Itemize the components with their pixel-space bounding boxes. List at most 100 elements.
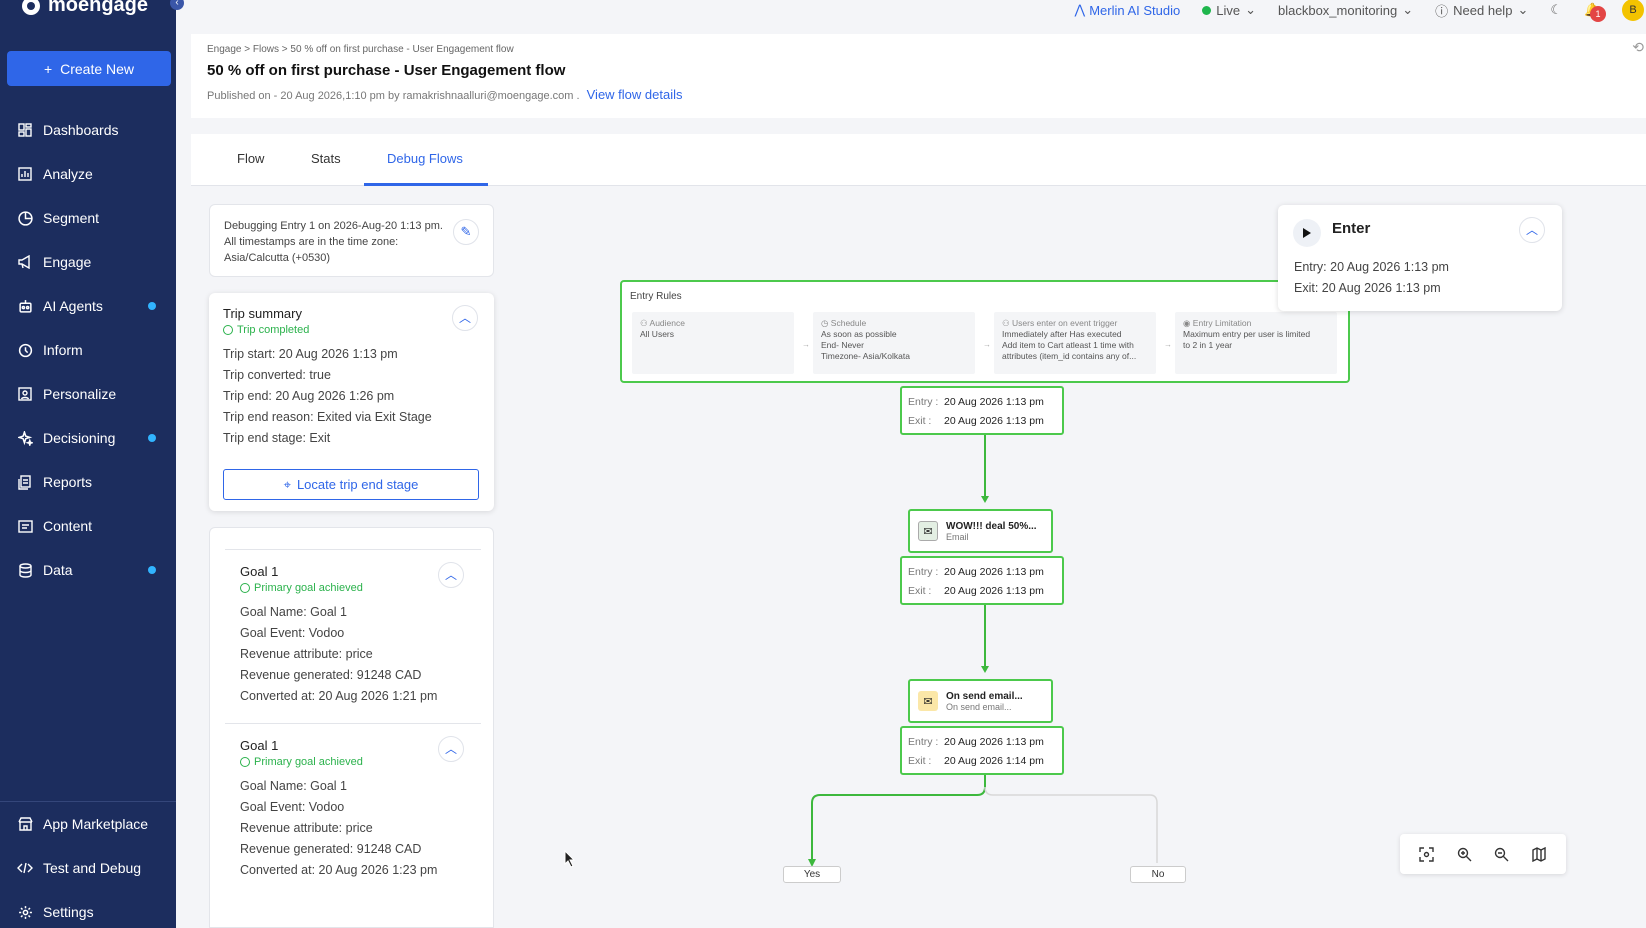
flow-header: Engage > Flows > 50 % off on first purch… <box>191 34 1646 118</box>
user-avatar[interactable]: B <box>1622 0 1644 21</box>
sidebar-item-engage[interactable]: Engage <box>0 240 176 284</box>
sidebar-item-test-and-debug[interactable]: Test and Debug <box>0 846 176 890</box>
trip-summary-card: Trip summary Trip completed Trip start: … <box>209 293 494 511</box>
node-title: WOW!!! deal 50%... <box>946 520 1037 532</box>
sidebar-item-segment[interactable]: Segment <box>0 196 176 240</box>
sidebar-item-personalize[interactable]: Personalize <box>0 372 176 416</box>
clock-icon: ◷ <box>821 318 829 328</box>
canvas-toolbar <box>1400 834 1566 874</box>
sidebar-item-reports[interactable]: Reports <box>0 460 176 504</box>
goal-event: Goal Event: Vodoo <box>240 626 345 640</box>
sidebar-bottom-nav: App Marketplace Test and Debug Settings <box>0 801 176 928</box>
sidebar-item-inform[interactable]: Inform <box>0 328 176 372</box>
workspace-selector[interactable]: blackbox_monitoring ⌄ <box>1278 2 1413 18</box>
breadcrumb: Engage > Flows > 50 % off on first purch… <box>207 44 514 55</box>
goal-status-label: Primary goal achieved <box>254 582 363 594</box>
chevron-up-icon: ︿ <box>458 311 471 325</box>
merlin-ai-studio-link[interactable]: ⋀ Merlin AI Studio <box>1075 2 1181 18</box>
on-send-email-node[interactable]: ✉ On send email... On send email... <box>908 679 1053 723</box>
debug-timezone-value: Asia/Calcutta (+0530) <box>224 252 331 264</box>
entry-rule-audience: ⚇ Audience All Users <box>632 312 794 374</box>
enter-exit-time: Exit: 20 Aug 2026 1:13 pm <box>1294 281 1441 295</box>
help-icon: ⓘ <box>1435 3 1449 19</box>
branch-no-label[interactable]: No <box>1130 866 1186 883</box>
limit-icon: ◉ <box>1183 318 1191 328</box>
new-indicator-dot <box>148 434 156 442</box>
branch-connectors <box>808 775 1158 867</box>
notifications-button[interactable]: 🔔 1 <box>1584 2 1606 22</box>
gear-icon <box>16 903 34 921</box>
entry-rule-label: Audience <box>649 318 685 328</box>
collapse-enter-panel-button[interactable]: ︿ <box>1519 217 1545 243</box>
stage-timestamps: Entry :20 Aug 2026 1:13 pm Exit :20 Aug … <box>900 386 1064 435</box>
goal-item: Goal 1 Primary goal achieved Goal Name: … <box>225 723 481 895</box>
locate-trip-end-stage-button[interactable]: ⌖ Locate trip end stage <box>223 469 479 500</box>
entry-rules-node[interactable]: Entry Rules ⚇ Audience All Users → ◷ Sch… <box>620 280 1350 383</box>
segment-icon <box>16 209 34 227</box>
new-indicator-dot <box>148 566 156 574</box>
marketplace-icon <box>16 815 34 833</box>
sidebar-item-app-marketplace[interactable]: App Marketplace <box>0 802 176 846</box>
tab-debug-flows[interactable]: Debug Flows <box>387 151 463 166</box>
goal-revenue-attribute: Revenue attribute: price <box>240 821 373 835</box>
dashboard-icon <box>16 121 34 139</box>
exit-label: Exit : <box>908 415 932 427</box>
inform-icon <box>16 341 34 359</box>
goals-card: Goal 1 Primary goal achieved Goal Name: … <box>209 527 494 928</box>
trip-summary-title: Trip summary <box>223 306 302 321</box>
tab-flow[interactable]: Flow <box>237 151 265 166</box>
view-flow-details-link[interactable]: View flow details <box>586 87 683 102</box>
check-circle-icon <box>223 325 233 335</box>
trip-converted: Trip converted: true <box>223 368 331 382</box>
sidebar-item-label: Personalize <box>43 386 117 402</box>
sidebar-item-decisioning[interactable]: Decisioning <box>0 416 176 460</box>
collapse-trip-summary-button[interactable]: ︿ <box>452 305 478 331</box>
sidebar-item-ai-agents[interactable]: AI Agents <box>0 284 176 328</box>
collapse-goal-button[interactable]: ︿ <box>438 736 464 762</box>
zoom-in-icon[interactable] <box>1455 845 1473 863</box>
connector-arrow-icon <box>981 496 989 503</box>
entry-rule-line: Maximum entry per user is limited <box>1183 329 1311 339</box>
app-logo[interactable]: moengage <box>22 0 148 17</box>
email-node[interactable]: ✉ WOW!!! deal 50%... Email <box>908 509 1053 553</box>
breadcrumb-engage[interactable]: Engage <box>207 44 242 55</box>
goal-name: Goal Name: Goal 1 <box>240 779 347 793</box>
sidebar-item-settings[interactable]: Settings <box>0 890 176 928</box>
sidebar-item-dashboards[interactable]: Dashboards <box>0 108 176 152</box>
sidebar-item-label: Analyze <box>43 166 93 182</box>
entry-rule-line: Timezone- Asia/Kolkata <box>821 351 910 361</box>
check-circle-icon <box>240 583 250 593</box>
minimap-icon[interactable] <box>1530 845 1548 863</box>
moon-icon: ☾ <box>1550 2 1562 17</box>
merlin-icon: ⋀ <box>1074 2 1086 17</box>
sidebar-item-data[interactable]: Data <box>0 548 176 592</box>
sidebar-item-analyze[interactable]: Analyze <box>0 152 176 196</box>
sidebar-item-label: Test and Debug <box>43 860 142 876</box>
tab-stats[interactable]: Stats <box>311 151 341 166</box>
sidebar-item-label: Engage <box>43 254 92 270</box>
sidebar-collapse-button[interactable]: ‹ <box>170 0 184 10</box>
breadcrumb-flows[interactable]: Flows <box>252 44 280 55</box>
sidebar-item-content[interactable]: Content <box>0 504 176 548</box>
debug-entry-line: Debugging Entry 1 on 2026-Aug-20 1:13 pm… <box>224 220 443 232</box>
enter-stage-panel: Enter ︿ Entry: 20 Aug 2026 1:13 pm Exit:… <box>1278 205 1562 311</box>
zoom-out-icon[interactable] <box>1493 845 1511 863</box>
goal-revenue-generated: Revenue generated: 91248 CAD <box>240 668 422 682</box>
edit-debug-entry-button[interactable]: ✎ <box>453 219 479 245</box>
need-help-menu[interactable]: ⓘ Need help ⌄ <box>1435 1 1528 20</box>
fit-to-screen-icon[interactable] <box>1418 845 1436 863</box>
history-icon[interactable]: ⟲ <box>1632 39 1644 55</box>
dark-mode-toggle[interactable]: ☾ <box>1550 2 1562 18</box>
exit-time: 20 Aug 2026 1:13 pm <box>944 585 1044 597</box>
trip-end: Trip end: 20 Aug 2026 1:26 pm <box>223 389 395 403</box>
workspace-label: blackbox_monitoring <box>1278 2 1398 18</box>
environment-selector[interactable]: Live ⌄ <box>1202 2 1256 18</box>
entry-rule-line: Immediately after Has executed <box>1002 329 1122 339</box>
connector-arrow-icon <box>981 666 989 673</box>
branch-yes-label[interactable]: Yes <box>783 866 841 883</box>
enter-stage-title: Enter <box>1332 220 1371 237</box>
collapse-goal-button[interactable]: ︿ <box>438 562 464 588</box>
exit-time: 20 Aug 2026 1:13 pm <box>944 415 1044 427</box>
sidebar-nav: Dashboards Analyze Segment Engage AI Age… <box>0 108 176 592</box>
create-new-button[interactable]: + Create New <box>7 51 171 86</box>
